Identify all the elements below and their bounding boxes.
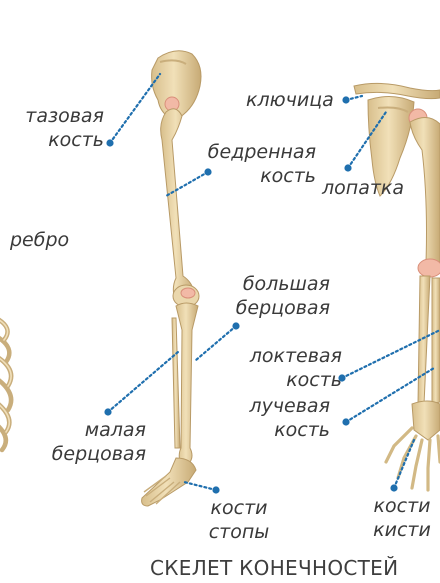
hand-bones-label-line1: кости [364,494,440,518]
pelvis-label-line2: кость [0,128,104,152]
leg-skeleton [142,51,201,506]
radius-label: лучевая кость [226,394,330,442]
humerus-bone [410,117,440,262]
femur-label-line1: бедренная [190,140,316,164]
ulna-label-line1: локтевая [226,344,342,368]
foot-bones-label-line2: стопы [194,520,284,544]
hand-bones-label: кости кисти [364,494,440,542]
foot-bones-label-line1: кости [194,496,284,520]
tibia-label-line1: большая [218,272,330,296]
fibula-label: малая берцовая [30,418,146,466]
diagram-caption: СКЕЛЕТ КОНЕЧНОСТЕЙ [150,556,398,580]
radius-bone [432,278,440,404]
pelvis-label: тазовая кость [0,104,104,152]
rib-label-text: ребро [10,229,69,251]
hand-bones [412,401,440,440]
ulna-label-line2: кость [226,368,342,392]
clavicle-label: ключица [246,88,334,112]
arm-skeleton [354,83,440,490]
foot-bones-label: кости стопы [194,496,284,544]
femur-label: бедренная кость [190,140,316,188]
clavicle-label-text: ключица [246,89,334,111]
tibia-label: большая берцовая [218,272,330,320]
pelvis-label-line1: тазовая [0,104,104,128]
rib-label: ребро [10,228,69,252]
femur-label-line2: кость [190,164,316,188]
radius-label-line1: лучевая [226,394,330,418]
femur-bone [161,109,194,296]
scapula-label: лопатка [322,176,404,200]
tibia-label-line2: берцовая [218,296,330,320]
scapula-label-text: лопатка [322,177,404,199]
fibula-bone [172,318,180,448]
radius-label-line2: кость [226,418,330,442]
clavicle-bone [354,83,440,98]
foot-bones [142,458,196,506]
hand-bones-label-line2: кисти [364,518,440,542]
fibula-label-line2: берцовая [30,442,146,466]
fibula-label-line1: малая [30,418,146,442]
ulna-label: локтевая кость [226,344,342,392]
